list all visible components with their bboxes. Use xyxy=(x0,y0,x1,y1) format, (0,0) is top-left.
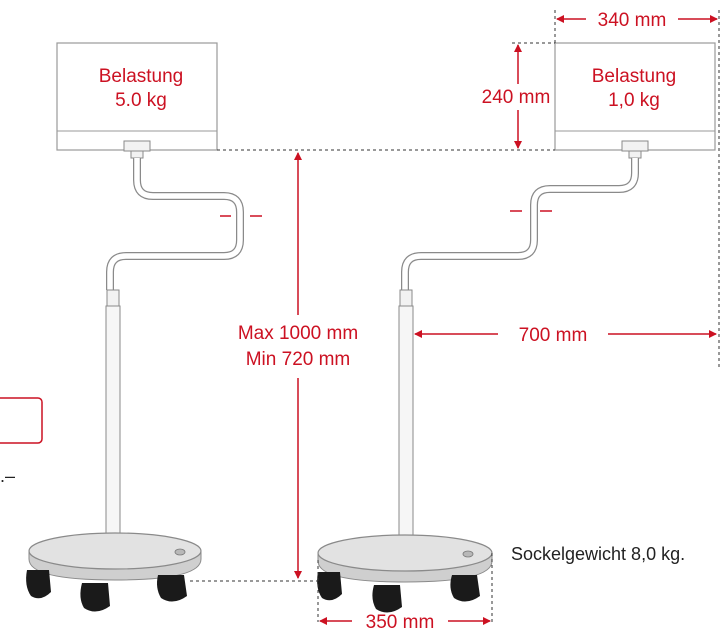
cut-marker-text: .– xyxy=(0,466,15,486)
height-min-label: Min 720 mm xyxy=(246,349,351,370)
left-load-label: Belastung xyxy=(99,66,184,87)
left-wheel-2 xyxy=(80,583,110,612)
reach-label: 700 mm xyxy=(519,325,588,346)
height-max-label: Max 1000 mm xyxy=(238,323,358,344)
left-pole xyxy=(105,305,121,545)
left-mount-bracket xyxy=(123,140,151,152)
left-wheel-1 xyxy=(26,570,51,599)
left-load-weight: 5.0 kg xyxy=(115,90,167,111)
right-stand: Belastung 1,0 kg xyxy=(317,42,716,613)
left-stand: Belastung 5.0 kg xyxy=(26,42,262,612)
box-height-label: 240 mm xyxy=(482,87,551,108)
left-load-box xyxy=(56,42,218,151)
right-load-weight: 1,0 kg xyxy=(608,90,660,111)
right-load-label: Belastung xyxy=(592,66,677,87)
dimension-lines: 340 mm 240 mm Max 1000 mm Min 720 mm 700… xyxy=(190,10,720,633)
right-wheel-1 xyxy=(317,572,342,601)
partial-frame xyxy=(0,397,43,444)
right-pole xyxy=(398,305,414,549)
base-diameter-label: 350 mm xyxy=(366,612,435,633)
box-width-label: 340 mm xyxy=(598,10,667,31)
right-gooseneck-arm xyxy=(401,158,639,290)
right-wheel-3 xyxy=(450,575,480,602)
left-wheel-3 xyxy=(157,575,187,602)
right-wheel-2 xyxy=(372,585,402,613)
left-pole-collar xyxy=(106,289,120,307)
left-gooseneck-arm xyxy=(106,158,244,290)
right-pole-collar xyxy=(399,289,413,307)
right-load-box xyxy=(554,42,716,151)
base-weight-note: Sockelgewicht 8,0 kg. xyxy=(511,544,685,564)
right-mount-bracket xyxy=(621,140,649,152)
